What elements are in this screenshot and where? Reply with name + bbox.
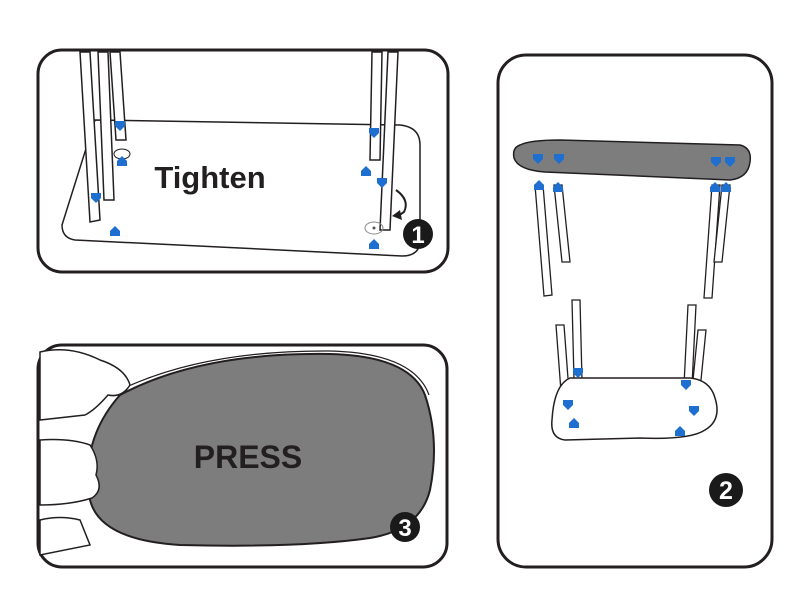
- step-number: 1: [411, 222, 424, 249]
- legs-upper: [534, 184, 731, 299]
- tighten-label: Tighten: [154, 160, 265, 195]
- step-badge: [390, 512, 420, 542]
- panel-step-3: PRESS 3: [36, 343, 449, 569]
- hands: [39, 349, 131, 556]
- table-top: [512, 139, 752, 181]
- panel-step-1: Tighten 1: [36, 48, 450, 274]
- step-number: 3: [398, 515, 411, 542]
- step-badge: [403, 219, 433, 249]
- step-number: 2: [719, 477, 733, 505]
- press-label: PRESS: [194, 439, 302, 475]
- step-badge: [709, 473, 743, 507]
- panel-step-2: 2: [496, 53, 774, 569]
